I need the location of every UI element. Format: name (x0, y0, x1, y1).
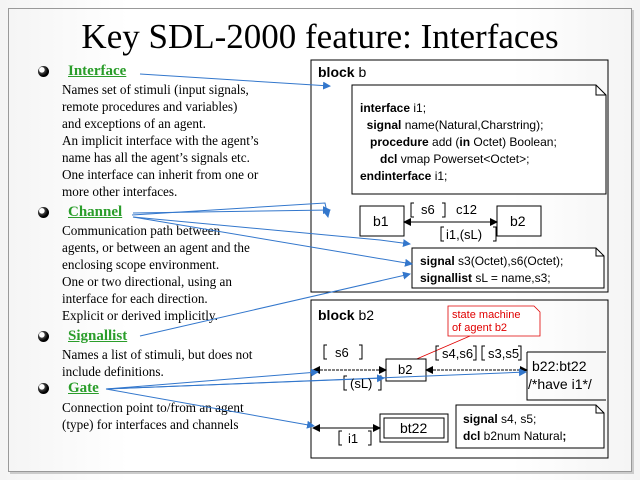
signal-sl-label: (sL) (350, 376, 373, 391)
text-channel: Communication path between agents, or be… (62, 223, 250, 323)
agent-b1-label: b1 (373, 213, 389, 229)
block-b-label: block b (318, 64, 367, 80)
signal-s6-label: s6 (335, 345, 349, 360)
b2-declarations: signal s4, s5; dcl b2num Natural; (463, 412, 567, 443)
signal-s6-label: s6 (421, 202, 435, 217)
bullet-icon (38, 207, 49, 218)
agent-b2-box (496, 205, 542, 237)
bt22-label: bt22 (400, 420, 428, 436)
heading-gate: Gate (68, 380, 99, 396)
text-interface: Names set of stimuli (input signals, rem… (62, 82, 259, 199)
signal-s4-s6-label: s4,s6 (442, 346, 474, 361)
bullet-icon (38, 383, 49, 394)
heading-channel: Channel (68, 204, 123, 220)
block-b-frame (310, 59, 609, 293)
text-signallist: Names a list of stimuli, but does not in… (62, 347, 253, 379)
interface-definition: interface i1; signal name(Natural,Charst… (360, 101, 557, 183)
slide-title: Key SDL-2000 feature: Interfaces (81, 17, 559, 56)
state-machine-note: state machine of agent b2 (452, 309, 521, 334)
bt22-box (379, 413, 449, 443)
signal-i1-sl-label: i1,(sL) (446, 227, 483, 242)
agent-b22-label: b22:bt22 (532, 358, 587, 374)
text-gate: Connection point to/from an agent (type)… (62, 400, 244, 432)
channel-c12-label: c12 (456, 202, 477, 217)
agent-b22-comment: /*have i1*/ (528, 376, 592, 392)
agent-b2-label: b2 (510, 213, 526, 229)
signal-i1-label: i1 (348, 431, 359, 446)
block-b2-frame (310, 299, 609, 459)
interface-note (351, 84, 607, 195)
bullet-icon (38, 331, 49, 342)
agent-b2-state-label: b2 (398, 362, 413, 377)
signal-s3-s5-label: s3,s5 (488, 346, 520, 361)
signal-declarations: signal s3(Octet),s6(Octet); signallist s… (420, 254, 564, 285)
agent-b1-box (359, 205, 405, 237)
slide-frame (8, 8, 632, 472)
heading-signallist: Signallist (68, 328, 128, 344)
block-b2-label: block b2 (318, 307, 375, 323)
signal-note (411, 247, 605, 289)
bullet-icon (38, 66, 49, 77)
heading-interface: Interface (68, 63, 127, 79)
